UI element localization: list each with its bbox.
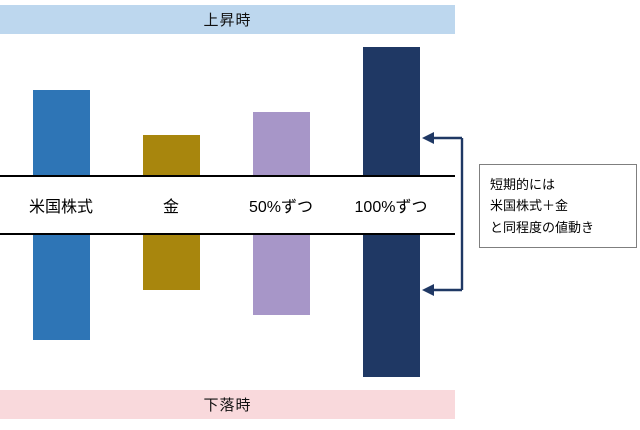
up-bar-cell bbox=[116, 34, 226, 175]
down-bar-1 bbox=[32, 235, 90, 340]
up-bars bbox=[6, 34, 446, 175]
up-bar-4 bbox=[362, 47, 420, 175]
down-bar-cell bbox=[6, 235, 116, 388]
down-bar-2 bbox=[142, 235, 200, 290]
up-bar-cell bbox=[226, 34, 336, 175]
annotation-line-1: 短期的には bbox=[490, 177, 556, 192]
category-label-4: 100%ずつ bbox=[354, 199, 428, 216]
fall-banner: 下落時 bbox=[0, 390, 455, 419]
up-bar-cell bbox=[336, 34, 446, 175]
category-label-3: 50%ずつ bbox=[248, 199, 314, 216]
annotation-line-3: と同程度の値動き bbox=[490, 219, 595, 235]
up-bar-cell bbox=[6, 34, 116, 175]
down-bar-4 bbox=[362, 235, 420, 377]
category-label-2: 金 bbox=[162, 199, 179, 216]
annotation-box: 短期的には 米国株式＋金 と同程度の値動き bbox=[479, 164, 637, 249]
down-bar-3 bbox=[252, 235, 310, 315]
fall-banner-label: 下落時 bbox=[203, 397, 252, 414]
up-bar-2 bbox=[142, 135, 200, 175]
down-bar-cell bbox=[226, 235, 336, 388]
rise-banner-label: 上昇時 bbox=[203, 12, 252, 29]
category-label-band: 米国株式 金 50%ずつ 100%ずつ bbox=[0, 175, 455, 235]
annotation-line-2: 米国株式＋金 bbox=[490, 198, 569, 214]
down-bars bbox=[6, 235, 446, 388]
bracket-arrow-icon bbox=[420, 126, 468, 302]
down-bar-cell bbox=[336, 235, 446, 388]
category-label-1: 米国株式 bbox=[28, 199, 93, 216]
rise-banner: 上昇時 bbox=[0, 5, 455, 34]
down-bar-cell bbox=[116, 235, 226, 388]
up-bar-1 bbox=[32, 90, 90, 175]
up-bar-3 bbox=[252, 112, 310, 175]
